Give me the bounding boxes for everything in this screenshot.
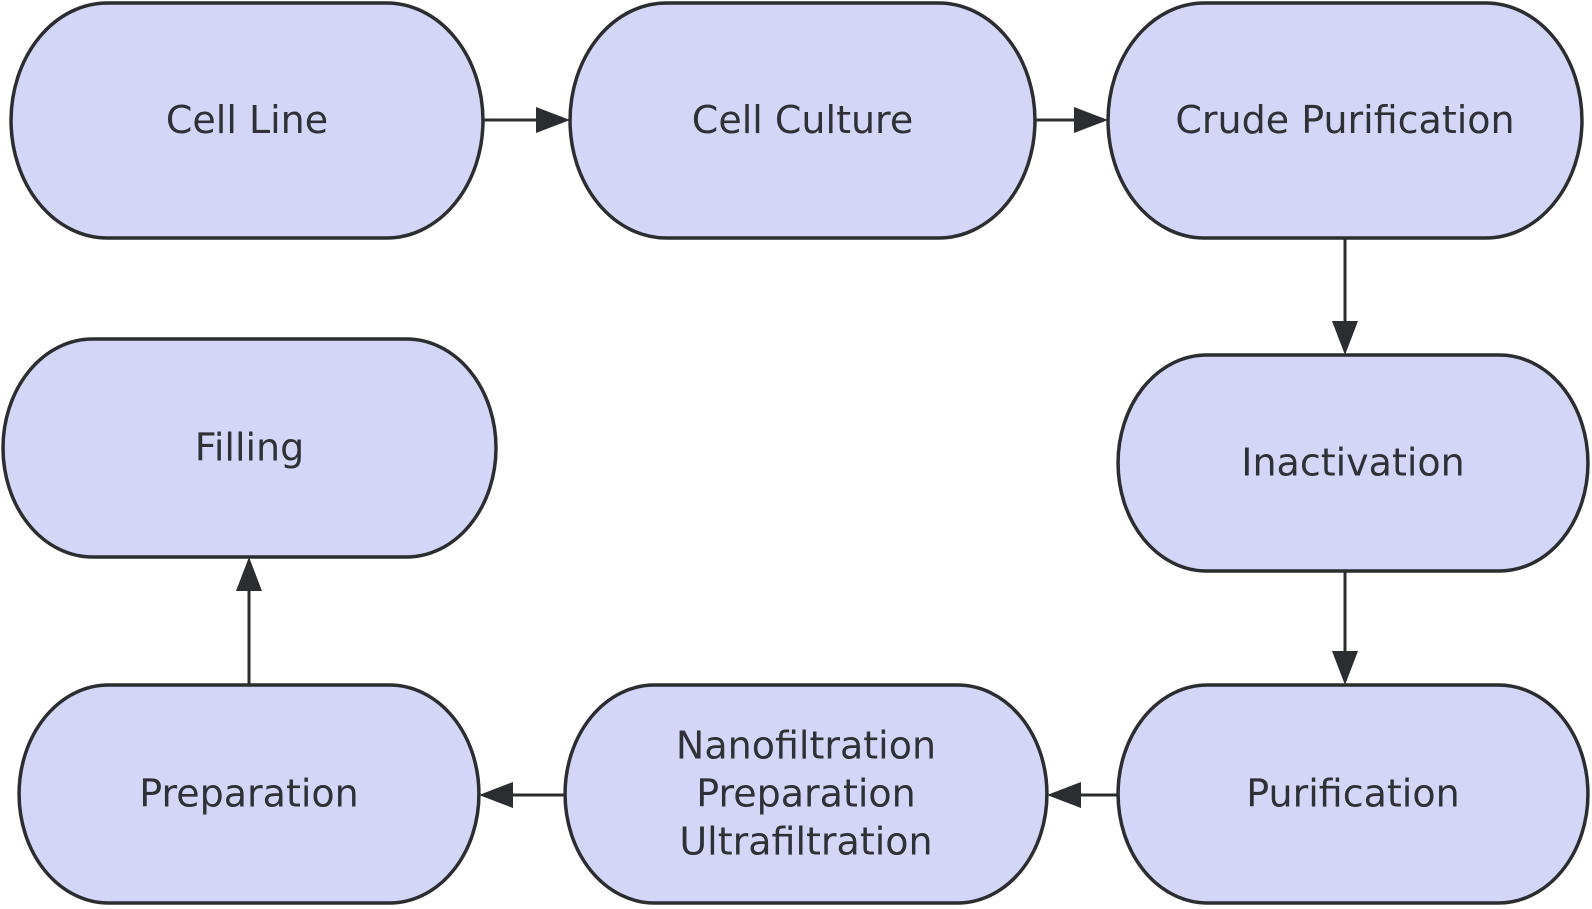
node-label: Cell Line: [166, 98, 328, 142]
node-preparation: Preparation: [17, 683, 481, 905]
arrowhead: [479, 782, 513, 808]
arrowhead: [236, 557, 262, 591]
node-shape: [563, 683, 1049, 905]
edge-inactivation-to-purification: [1332, 571, 1358, 685]
edge-cell-culture-to-crude-purification: [1035, 107, 1108, 133]
node-shape: [1116, 683, 1590, 905]
node-shape: [9, 1, 485, 240]
node-cell-line: Cell Line: [9, 1, 485, 240]
node-crude-purification: Crude Purification: [1106, 1, 1584, 240]
arrowhead: [1332, 321, 1358, 355]
node-label: Inactivation: [1241, 441, 1465, 485]
node-shape: [568, 1, 1037, 240]
node-shape: [1, 337, 498, 559]
node-label: Purification: [1246, 772, 1459, 816]
arrowhead: [1074, 107, 1108, 133]
node-shape: [1106, 1, 1584, 240]
edges-layer: [236, 107, 1358, 808]
node-shape: [1116, 353, 1590, 573]
node-cell-culture: Cell Culture: [568, 1, 1037, 240]
node-purification: Purification: [1116, 683, 1590, 905]
node-label: Ultrafiltration: [679, 820, 932, 864]
edge-purification-to-nanofiltration-preparation-ultrafiltration: [1047, 782, 1118, 808]
node-inactivation: Inactivation: [1116, 353, 1590, 573]
edge-cell-line-to-cell-culture: [483, 107, 570, 133]
edge-crude-purification-to-inactivation: [1332, 238, 1358, 355]
node-label: Preparation: [139, 772, 359, 816]
node-label: Cell Culture: [692, 98, 913, 142]
edge-nanofiltration-preparation-ultrafiltration-to-preparation: [479, 782, 565, 808]
node-shape: [17, 683, 481, 905]
node-filling: Filling: [1, 337, 498, 559]
node-label: Crude Purification: [1175, 98, 1514, 142]
node-label: Preparation: [696, 772, 916, 816]
arrowhead: [536, 107, 570, 133]
arrowhead: [1332, 651, 1358, 685]
edge-preparation-to-filling: [236, 557, 262, 685]
node-label: Filling: [195, 426, 305, 470]
arrowhead: [1047, 782, 1081, 808]
node-label: Nanofiltration: [676, 724, 936, 768]
